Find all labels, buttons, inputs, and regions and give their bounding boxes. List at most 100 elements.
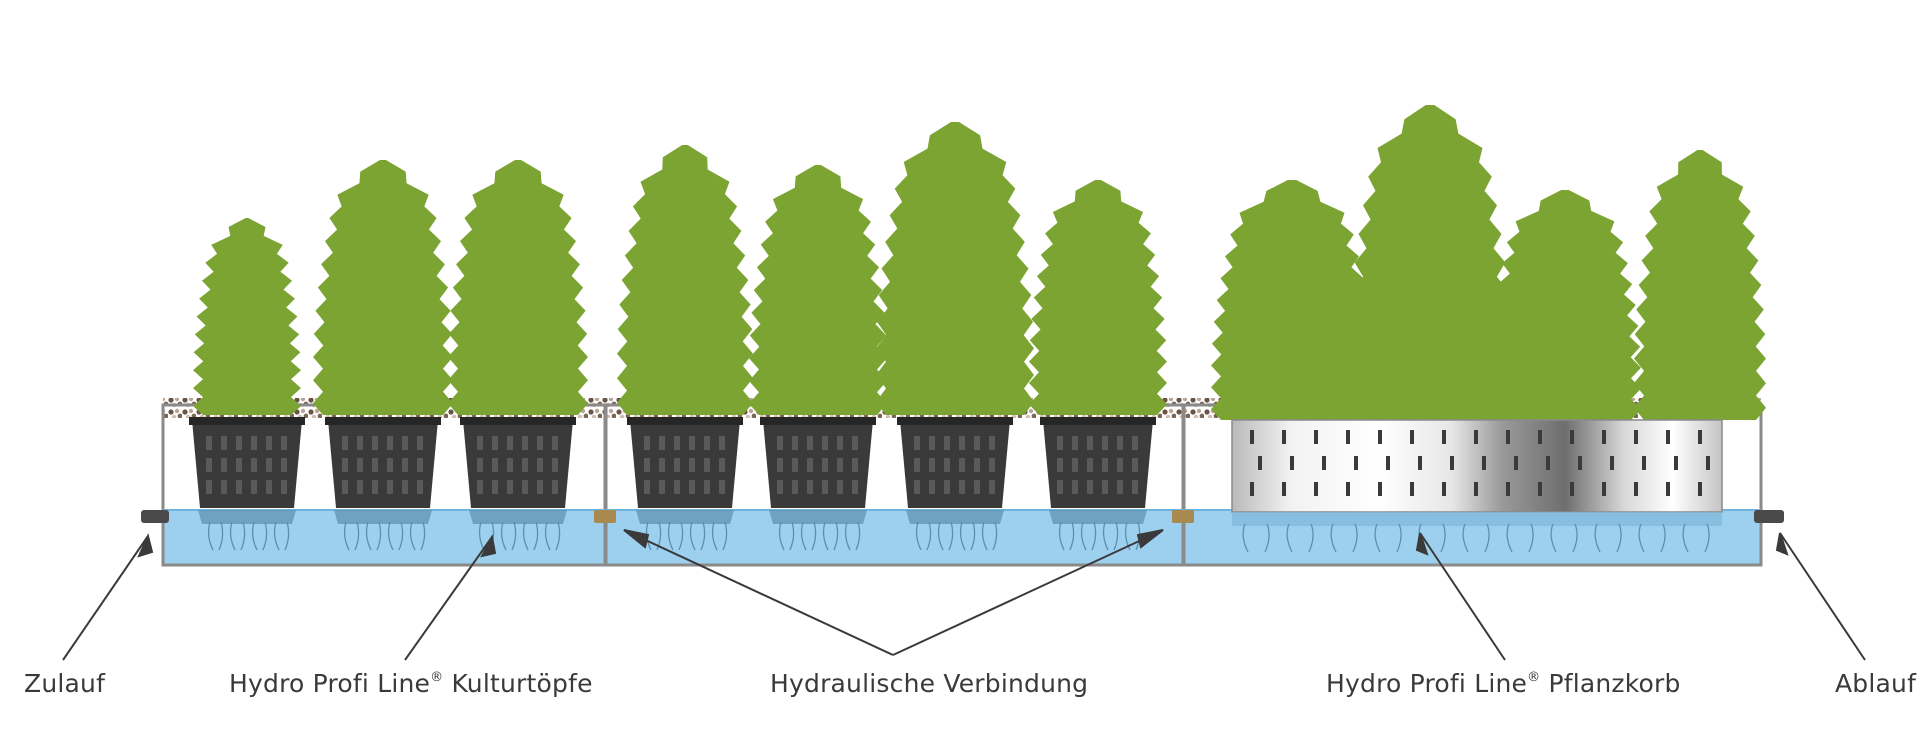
pot-slot bbox=[959, 458, 965, 472]
basket-slot bbox=[1698, 482, 1702, 496]
pot-slot bbox=[704, 480, 710, 494]
pot-slot bbox=[402, 458, 408, 472]
pot-slot bbox=[719, 480, 725, 494]
basket-slot bbox=[1482, 456, 1486, 470]
arrowhead-hydraulic-left bbox=[623, 529, 650, 549]
root bbox=[500, 521, 507, 551]
basket-slot bbox=[1538, 482, 1542, 496]
conifer-shrub-icon bbox=[1489, 190, 1641, 420]
arrowhead-culture-pots bbox=[480, 533, 497, 558]
pot-slot bbox=[989, 458, 995, 472]
basket-slot bbox=[1610, 456, 1614, 470]
root bbox=[937, 521, 944, 551]
root bbox=[948, 521, 954, 551]
root bbox=[667, 521, 674, 551]
conifer-shrub-icon bbox=[1029, 180, 1167, 415]
pot-slot bbox=[537, 458, 543, 472]
root bbox=[1308, 523, 1314, 553]
pot-slot bbox=[402, 436, 408, 450]
pot-slot bbox=[281, 436, 287, 450]
outlet-pipe-icon bbox=[1754, 510, 1784, 523]
pot-slot bbox=[807, 458, 813, 472]
pot-slot bbox=[837, 458, 843, 472]
pot-slot bbox=[689, 458, 695, 472]
outlet-label: Ablauf bbox=[1835, 669, 1916, 698]
pot-slot bbox=[492, 436, 498, 450]
basket-slot bbox=[1410, 430, 1414, 444]
pot-slot bbox=[959, 436, 965, 450]
pot-slot bbox=[1102, 480, 1108, 494]
arrow-outlet bbox=[1779, 532, 1866, 661]
pot-slot bbox=[719, 458, 725, 472]
root bbox=[959, 521, 966, 551]
root bbox=[1374, 523, 1381, 553]
basket-submerged bbox=[1232, 512, 1722, 526]
pot-slot bbox=[522, 458, 528, 472]
pot-slot bbox=[959, 480, 965, 494]
arrowhead-outlet bbox=[1775, 532, 1789, 556]
pot-slot bbox=[1057, 436, 1063, 450]
root bbox=[926, 521, 932, 551]
pot-slot bbox=[477, 436, 483, 450]
root bbox=[915, 521, 922, 551]
basket-slot bbox=[1258, 456, 1262, 470]
basket-slot bbox=[1442, 482, 1446, 496]
pot-rim bbox=[1040, 417, 1156, 425]
root bbox=[365, 521, 372, 551]
pot-slot bbox=[387, 436, 393, 450]
root bbox=[273, 521, 280, 551]
pot-slot bbox=[357, 458, 363, 472]
pot-slot bbox=[387, 480, 393, 494]
pot-slot bbox=[852, 458, 858, 472]
culture-pots-brand: Hydro Profi Line bbox=[229, 669, 431, 698]
basket-slot bbox=[1642, 456, 1646, 470]
pot-submerged bbox=[198, 510, 296, 524]
pot-slot bbox=[372, 480, 378, 494]
inlet-pipe-icon bbox=[141, 510, 169, 523]
basket-slot bbox=[1674, 456, 1678, 470]
basket-slot bbox=[1282, 482, 1286, 496]
root bbox=[700, 521, 706, 551]
pot-slot bbox=[236, 436, 242, 450]
pot-slot bbox=[807, 480, 813, 494]
pot-slot bbox=[251, 480, 257, 494]
root bbox=[711, 521, 718, 551]
basket-slot bbox=[1354, 456, 1358, 470]
pot-slot bbox=[822, 480, 828, 494]
root bbox=[1242, 523, 1249, 553]
pot-slot bbox=[792, 480, 798, 494]
pot-slot bbox=[492, 458, 498, 472]
root bbox=[1352, 523, 1358, 553]
arrow-inlet bbox=[62, 535, 149, 661]
root bbox=[1638, 523, 1645, 553]
root bbox=[1462, 523, 1469, 553]
pot-slot bbox=[674, 458, 680, 472]
pot-slot bbox=[251, 458, 257, 472]
conifer-shrub-icon bbox=[876, 122, 1034, 415]
root bbox=[1616, 523, 1622, 553]
hydraulic-connection-label: Hydraulische Verbindung bbox=[770, 669, 1088, 698]
root bbox=[822, 521, 829, 551]
pot-slot bbox=[689, 480, 695, 494]
outlet-label-text: Ablauf bbox=[1835, 669, 1917, 698]
basket-slot bbox=[1474, 482, 1478, 496]
pot-slot bbox=[1072, 436, 1078, 450]
culture-pots-name: Kulturtöpfe bbox=[443, 669, 593, 698]
root bbox=[1506, 523, 1513, 553]
pot-slot bbox=[417, 458, 423, 472]
root bbox=[1058, 521, 1065, 551]
arrowhead-basket bbox=[1415, 532, 1429, 556]
pot-slot bbox=[266, 436, 272, 450]
pot-slot bbox=[342, 436, 348, 450]
basket-slot bbox=[1602, 482, 1606, 496]
pot-slot bbox=[1072, 480, 1078, 494]
basket-slot bbox=[1378, 482, 1382, 496]
pot-slot bbox=[719, 436, 725, 450]
conifer-shrub-icon bbox=[448, 160, 588, 415]
pot-slot bbox=[659, 458, 665, 472]
basket-slot bbox=[1250, 430, 1254, 444]
pot-slot bbox=[929, 480, 935, 494]
root bbox=[1069, 521, 1075, 551]
pot-slot bbox=[251, 436, 257, 450]
root bbox=[376, 521, 382, 551]
